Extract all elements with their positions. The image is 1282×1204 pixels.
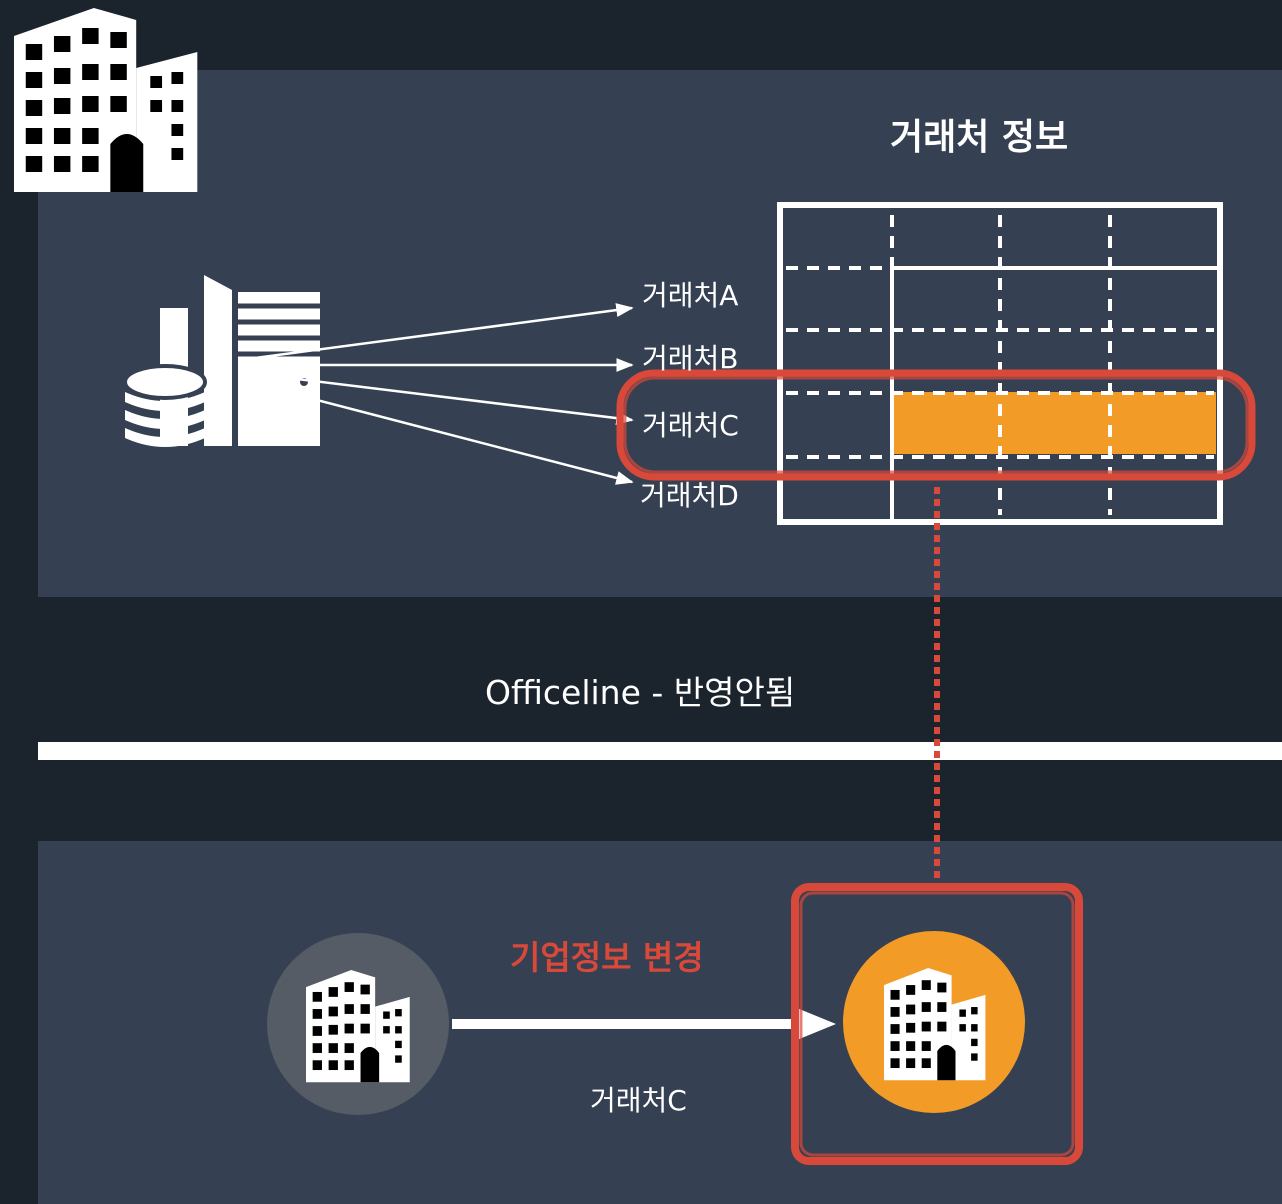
row-label-c: 거래처C [642,409,739,442]
new-company-marker [791,883,1083,1165]
change-arrow [452,1006,836,1042]
server-database-icon [123,275,320,447]
table-title: 거래처 정보 [890,117,1069,158]
divider-line [38,742,1282,760]
corner-building-icon [14,8,198,192]
new-company-icon [843,931,1025,1113]
info-table [777,202,1223,525]
server-arrows [239,303,634,485]
company-info-change-text: 기업정보 변경 [510,938,704,977]
row-c-marker [616,369,1256,481]
officeline-status-text: Officeline - 반영안됨 [485,673,796,712]
company-label: 거래처C [590,1084,687,1117]
row-label-d: 거래처D [640,479,739,512]
old-company-icon [267,933,449,1115]
highlighted-row [892,392,1216,454]
row-label-a: 거래처A [642,279,739,312]
row-label-b: 거래처B [642,342,739,375]
